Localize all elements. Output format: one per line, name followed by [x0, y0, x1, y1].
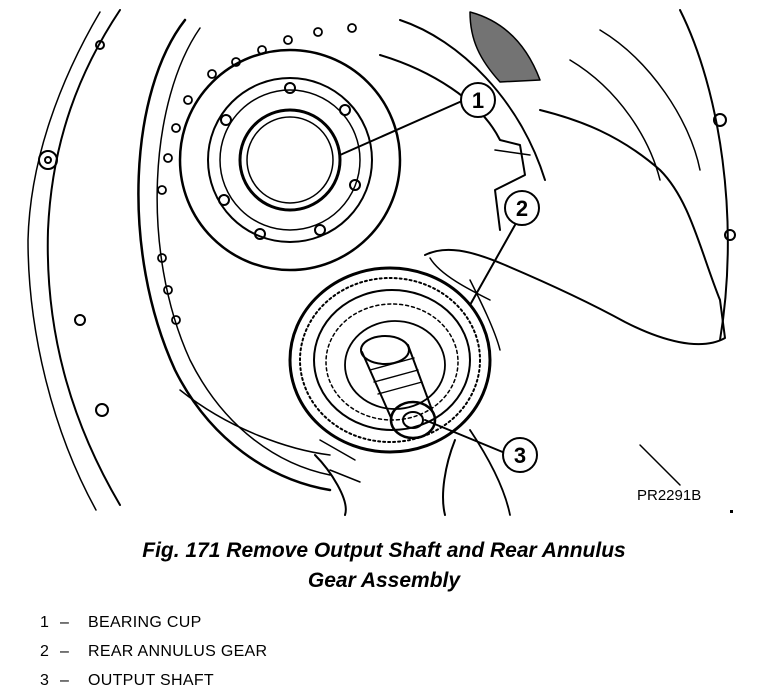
output-shaft	[360, 335, 437, 440]
legend-dash: –	[60, 643, 70, 660]
leader-2	[469, 224, 516, 306]
callout-3: 3	[514, 443, 526, 468]
legend-dash: –	[60, 614, 70, 631]
figure-caption: Fig. 171 Remove Output Shaft and Rear An…	[0, 536, 768, 596]
figure-code: PR2291B	[637, 487, 701, 504]
legend-item: 2– REAR ANNULUS GEAR	[40, 637, 267, 666]
caption-line-1: Fig. 171 Remove Output Shaft and Rear An…	[142, 539, 626, 562]
legend-dash: –	[60, 672, 70, 689]
legend-number: 2	[40, 643, 50, 660]
callout-2-circle	[504, 190, 540, 226]
legend-label: OUTPUT SHAFT	[88, 672, 214, 689]
hand	[424, 109, 726, 346]
leader-3	[424, 419, 506, 454]
legend-item: 3– OUTPUT SHAFT	[40, 666, 267, 695]
case-holes	[157, 23, 357, 325]
bearing-housing	[178, 48, 402, 272]
legend-label: BEARING CUP	[88, 614, 202, 631]
caption-line-2: Gear Assembly	[307, 569, 461, 592]
transmission-illustration: 1 2 3 PR2291B	[27, 9, 736, 516]
case-outline	[46, 9, 121, 506]
callout-1-circle	[460, 82, 496, 118]
legend-list: 1–BEARING CUP 2–REAR ANNULUS GEAR 3–OUTP…	[40, 608, 267, 695]
leader-1	[339, 100, 463, 156]
callout-1: 1	[472, 88, 484, 113]
callout-2: 2	[516, 196, 528, 221]
legend-number: 1	[40, 614, 50, 631]
legend-item: 1– BEARING CUP	[40, 608, 267, 637]
bearing-cup	[238, 108, 342, 212]
callout-3-circle	[502, 437, 538, 473]
annulus-gear-assembly	[288, 266, 492, 454]
case-bore	[137, 18, 332, 492]
legend-number: 3	[40, 672, 50, 689]
shaded-cover	[469, 11, 541, 83]
legend-label: REAR ANNULUS GEAR	[88, 643, 268, 660]
